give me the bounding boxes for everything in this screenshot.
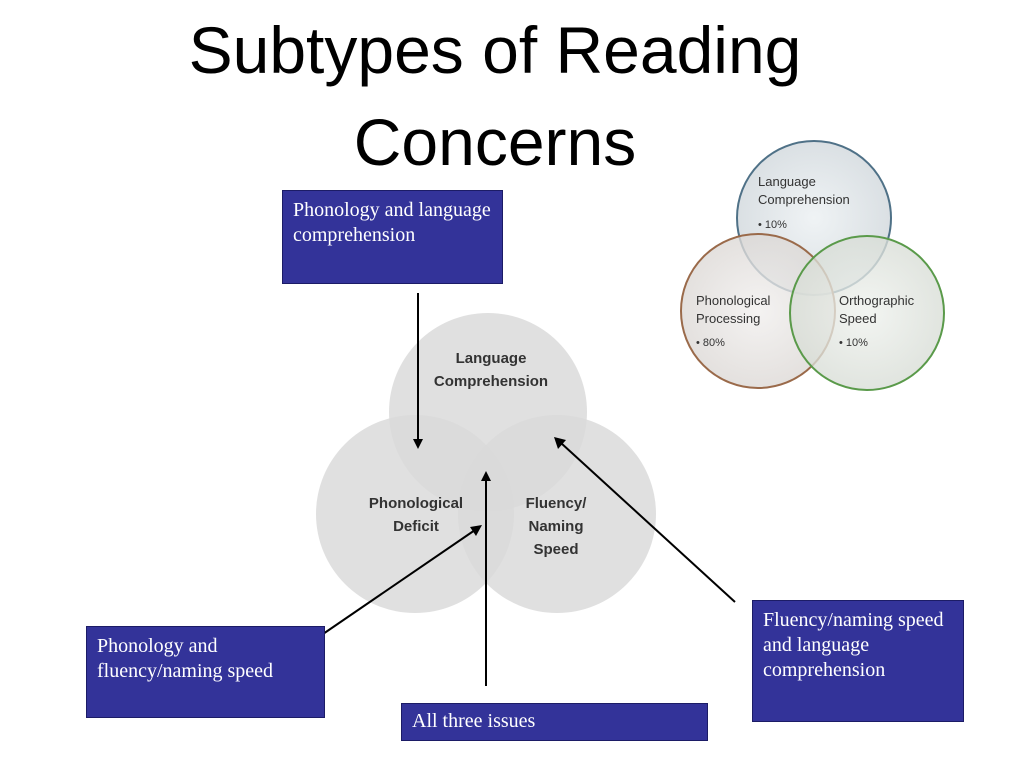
arrows bbox=[322, 293, 736, 686]
callout-fluency-language: Fluency/naming speed and language compre… bbox=[752, 600, 964, 722]
arrow-all-three bbox=[481, 471, 491, 686]
main-venn-circle-fluency bbox=[458, 415, 656, 613]
main-venn-label-language-1: Language bbox=[456, 350, 527, 367]
arrow-fluency-lang bbox=[554, 437, 736, 603]
small-venn-bullet-phonological: • 80% bbox=[696, 337, 725, 349]
arrow-phon-fluency bbox=[322, 525, 482, 635]
small-venn-label-phonological-2: Processing bbox=[696, 311, 760, 326]
main-venn-label-phonological-1: Phonological bbox=[369, 495, 463, 512]
main-venn-label-fluency-2: Naming bbox=[528, 518, 583, 535]
main-venn-circle-phonological bbox=[316, 415, 514, 613]
small-venn-label-language-1: Language bbox=[758, 174, 816, 189]
callout-all-three: All three issues bbox=[401, 703, 708, 741]
small-venn-bullet-language: • 10% bbox=[758, 219, 787, 231]
slide-title-line-2: Concerns bbox=[353, 105, 637, 179]
main-venn: Language Comprehension Phonological Defi… bbox=[316, 313, 656, 613]
main-venn-label-fluency-1: Fluency/ bbox=[526, 495, 588, 512]
callout-phonology-language: Phonology and language comprehension bbox=[282, 190, 503, 284]
small-venn-bullet-orthographic: • 10% bbox=[839, 337, 868, 349]
slide-title-line-1: Subtypes of Reading bbox=[188, 13, 802, 87]
main-venn-label-language-2: Comprehension bbox=[434, 373, 548, 390]
small-venn: Language Comprehension • 10% Phonologica… bbox=[680, 140, 945, 391]
callout-phonology-fluency: Phonology and fluency/naming speed bbox=[86, 626, 325, 718]
small-venn-label-orthographic-1: Orthographic bbox=[839, 293, 915, 308]
arrow-phon-lang bbox=[413, 293, 423, 449]
small-venn-circle-orthographic bbox=[789, 235, 945, 391]
main-venn-label-phonological-2: Deficit bbox=[393, 518, 439, 535]
small-venn-label-language-2: Comprehension bbox=[758, 192, 850, 207]
small-venn-label-orthographic-2: Speed bbox=[839, 311, 877, 326]
main-venn-label-fluency-3: Speed bbox=[533, 541, 578, 558]
small-venn-label-phonological-1: Phonological bbox=[696, 293, 771, 308]
